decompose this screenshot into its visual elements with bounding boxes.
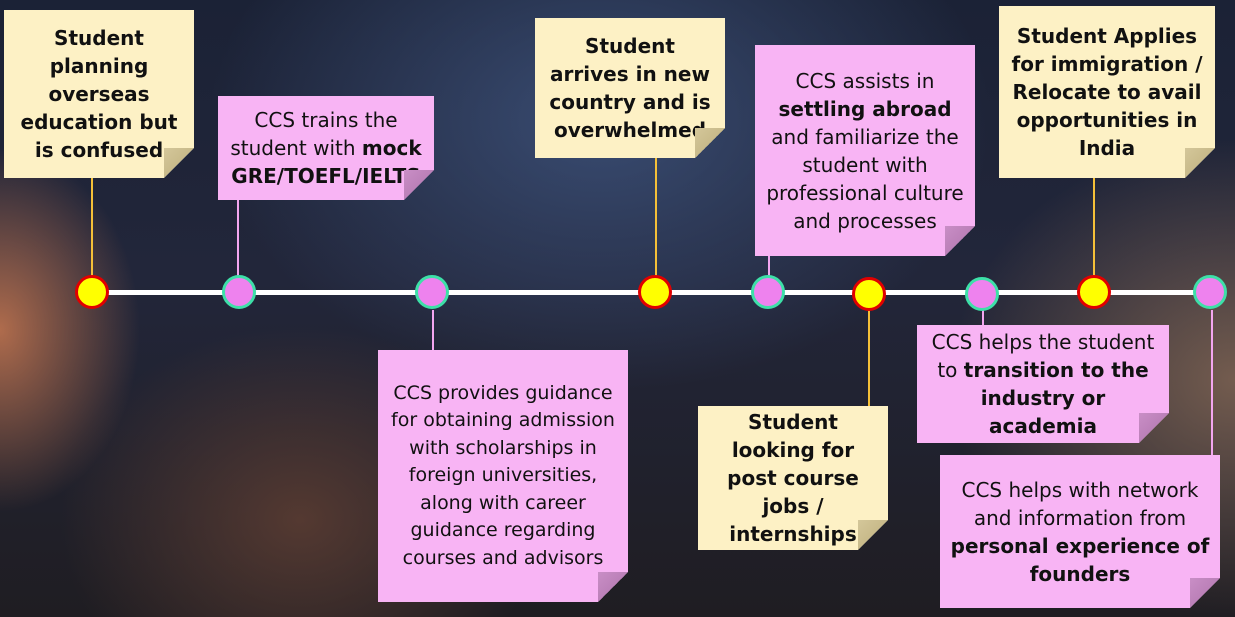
step-7-run-2: transition to the industry or academia [963, 358, 1149, 438]
step-5-run-3: and familiarize the student with profess… [766, 124, 964, 233]
step-9-note: CCS helps with network and information f… [940, 455, 1220, 608]
step-2-text: CCS trains the student with mock GRE/TOE… [226, 106, 426, 190]
step-6-run-1: Student looking for post course jobs / i… [727, 410, 859, 546]
timeline-dot-7 [965, 277, 999, 311]
step-8-run-1: Student Applies for immigration / Reloca… [1011, 24, 1203, 160]
step-2-run-2: mock GRE/TOEFL/IELTS [231, 136, 422, 188]
step-1-note: Student planning overseas education but … [4, 10, 194, 178]
timeline-dot-4 [638, 275, 672, 309]
timeline-dot-2 [222, 275, 256, 309]
timeline-dot-1 [75, 275, 109, 309]
step-7-text: CCS helps the student to transition to t… [925, 328, 1161, 440]
connector-5 [768, 256, 770, 276]
step-8-text: Student Applies for immigration / Reloca… [1007, 22, 1207, 162]
step-5-note: CCS assists in settling abroad and famil… [755, 45, 975, 256]
connector-3 [432, 310, 434, 350]
timeline-dot-5 [751, 275, 785, 309]
step-1-run-1: Student planning overseas education but … [20, 26, 178, 162]
step-6-note: Student looking for post course jobs / i… [698, 406, 888, 550]
step-4-run-1: Student arrives in new country and is ov… [549, 34, 711, 142]
timeline-dot-6 [852, 277, 886, 311]
connector-7 [982, 310, 984, 325]
timeline-dot-3 [415, 275, 449, 309]
connector-1 [91, 178, 93, 276]
step-9-run-2: personal experience of founders [950, 533, 1210, 586]
timeline-dot-9 [1193, 275, 1227, 309]
step-3-text: CCS provides guidance for obtaining admi… [386, 380, 620, 573]
connector-9 [1211, 310, 1213, 455]
connector-8 [1093, 178, 1095, 276]
step-4-text: Student arrives in new country and is ov… [543, 32, 717, 144]
step-5-text: CCS assists in settling abroad and famil… [763, 67, 967, 235]
step-9-text: CCS helps with network and information f… [948, 476, 1212, 588]
timeline-dot-8 [1077, 275, 1111, 309]
step-4-note: Student arrives in new country and is ov… [535, 18, 725, 158]
step-6-text: Student looking for post course jobs / i… [706, 408, 880, 548]
connector-6 [868, 310, 870, 406]
step-7-note: CCS helps the student to transition to t… [917, 325, 1169, 443]
step-8-note: Student Applies for immigration / Reloca… [999, 6, 1215, 178]
step-7-run-1: CCS helps the student to [931, 330, 1155, 382]
step-1-text: Student planning overseas education but … [12, 24, 186, 164]
connector-4 [655, 158, 657, 276]
step-5-run-1: CCS assists in [795, 68, 935, 93]
step-5-run-2: settling abroad [778, 96, 952, 121]
step-3-run-1: CCS provides guidance for obtaining admi… [391, 381, 615, 569]
step-2-run-1: CCS trains the student with [230, 108, 398, 160]
connector-2 [237, 200, 239, 276]
step-9-run-1: CCS helps with network and information f… [961, 477, 1199, 530]
step-3-note: CCS provides guidance for obtaining admi… [378, 350, 628, 602]
step-2-note: CCS trains the student with mock GRE/TOE… [218, 96, 434, 200]
